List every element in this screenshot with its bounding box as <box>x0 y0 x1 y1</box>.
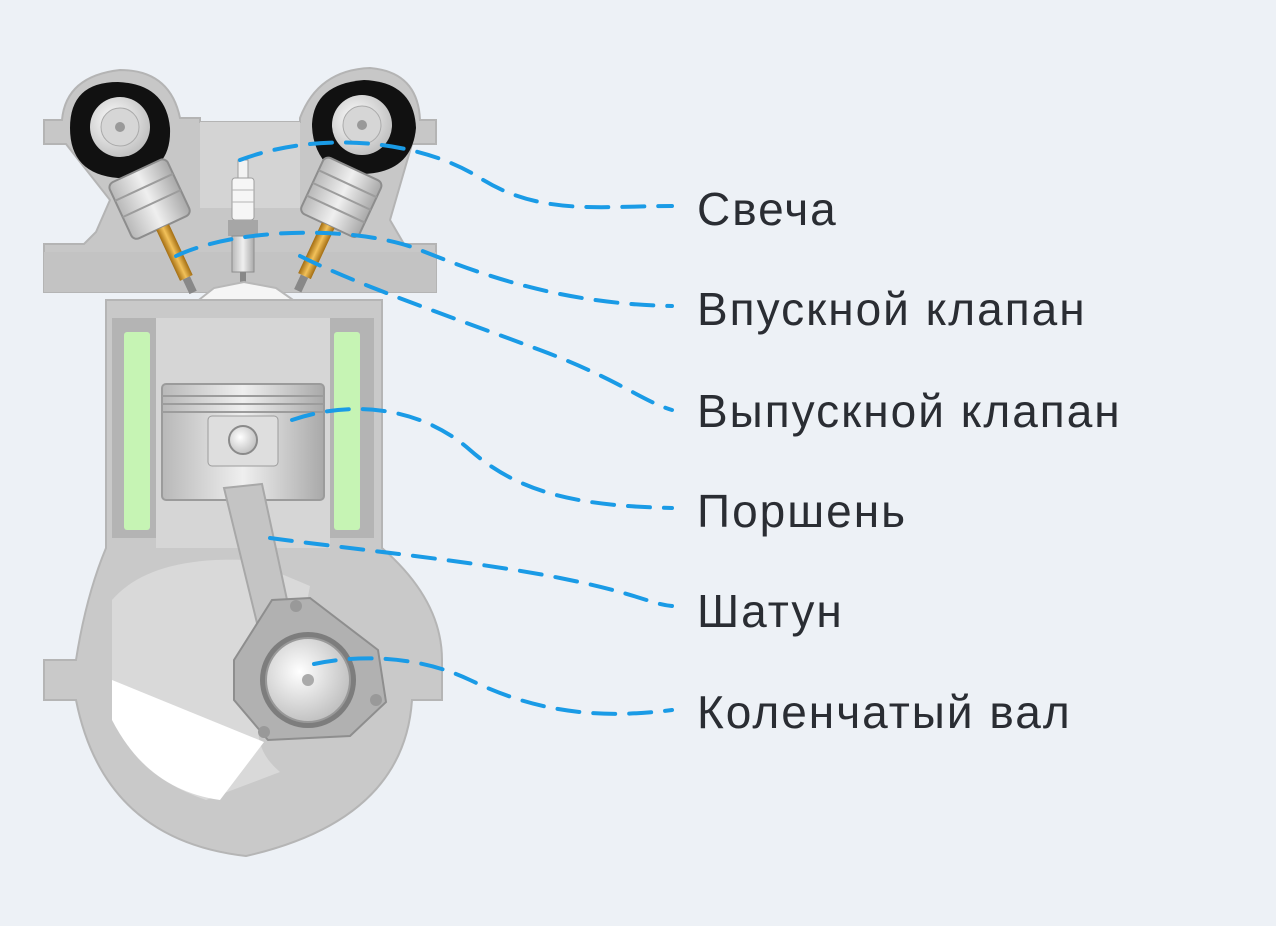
label-exhaust-valve: Выпускной клапан <box>697 385 1122 437</box>
piston <box>161 383 325 501</box>
leader-line-connecting-rod <box>268 536 674 608</box>
intake-camshaft <box>70 82 171 178</box>
label-crankshaft: Коленчатый вал <box>697 686 1072 738</box>
intake-valve <box>108 158 197 295</box>
label-connecting-rod: Шатун <box>697 585 844 637</box>
exhaust-valve <box>294 156 383 293</box>
leader-line-exhaust-valve <box>298 254 674 412</box>
crankcase-highlight <box>112 680 264 800</box>
label-spark-plug: Свеча <box>697 183 838 235</box>
leader-line-spark-plug <box>238 140 674 210</box>
leader-line-crankshaft <box>312 656 674 716</box>
coolant-jacket <box>124 332 360 530</box>
label-intake-valve: Впускной клапан <box>697 283 1087 335</box>
crankshaft <box>233 596 388 742</box>
leader-line-intake-valve <box>174 230 674 308</box>
leader-line-piston <box>290 407 674 510</box>
spark-plug <box>228 159 258 284</box>
label-piston: Поршень <box>697 485 908 537</box>
leader-lines <box>174 140 674 716</box>
